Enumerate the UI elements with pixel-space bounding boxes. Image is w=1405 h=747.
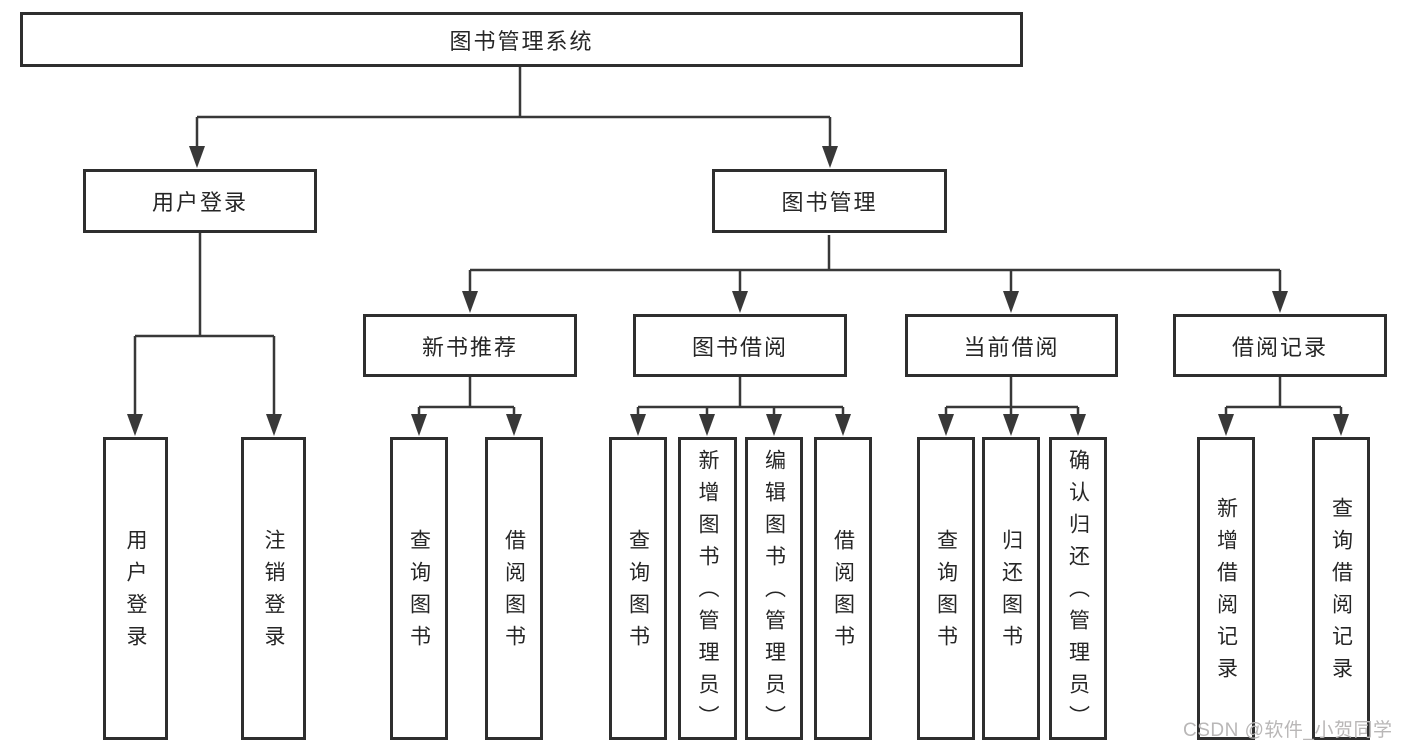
arrow-down-icon xyxy=(822,146,838,168)
node-book-management: 图书管理 xyxy=(712,169,947,233)
leaf-borrow-book-recommend: 借阅图书 xyxy=(485,437,543,740)
node-label: 确认归还（管理员） xyxy=(1066,449,1090,737)
node-label: 当前借阅 xyxy=(963,334,1060,360)
node-label: 新书推荐 xyxy=(421,334,518,360)
arrow-down-icon xyxy=(266,414,282,436)
arrow-down-icon xyxy=(1333,414,1349,436)
arrow-down-icon xyxy=(766,414,782,436)
arrow-down-icon xyxy=(1218,414,1234,436)
node-label: 查询图书 xyxy=(626,529,650,657)
arrow-down-icon xyxy=(630,414,646,436)
arrow-down-icon xyxy=(1003,414,1019,436)
csdn-watermark: CSDN @软件_小贺同学 xyxy=(1183,720,1393,741)
arrow-down-icon xyxy=(462,291,478,313)
leaf-logout: 注销登录 xyxy=(241,437,306,740)
leaf-query-book-borrow: 查询图书 xyxy=(609,437,667,740)
node-label: 借阅图书 xyxy=(831,529,855,657)
node-label: 查询借阅记录 xyxy=(1329,497,1353,689)
leaf-confirm-return-admin: 确认归还（管理员） xyxy=(1049,437,1107,740)
arrow-down-icon xyxy=(938,414,954,436)
node-label: 用户登录 xyxy=(124,529,147,657)
node-label: 图书管理 xyxy=(781,190,878,215)
node-label: 图书借阅 xyxy=(691,334,788,360)
arrowheads xyxy=(127,146,1349,436)
node-current-borrow: 当前借阅 xyxy=(905,314,1118,377)
node-label: 借阅图书 xyxy=(502,529,526,657)
node-label: 新增图书（管理员） xyxy=(696,449,719,737)
node-label: 借阅记录 xyxy=(1231,334,1328,360)
leaf-query-borrow-record: 查询借阅记录 xyxy=(1312,437,1370,740)
node-label: 查询图书 xyxy=(407,529,431,657)
arrow-down-icon xyxy=(1003,291,1019,313)
arrow-down-icon xyxy=(1272,291,1288,313)
arrow-down-icon xyxy=(699,414,715,436)
leaf-add-book-admin: 新增图书（管理员） xyxy=(678,437,737,740)
arrow-down-icon xyxy=(127,414,143,436)
connector-borrowrecord-split xyxy=(1224,377,1343,416)
arrow-down-icon xyxy=(1070,414,1086,436)
node-label: 归还图书 xyxy=(999,529,1023,657)
node-label: 新增借阅记录 xyxy=(1214,497,1238,689)
node-book-borrow: 图书借阅 xyxy=(633,314,847,377)
node-label: 图书管理系统 xyxy=(449,28,594,54)
node-root-system: 图书管理系统 xyxy=(20,12,1023,67)
leaf-edit-book-admin: 编辑图书（管理员） xyxy=(745,437,803,740)
leaf-query-book-recommend: 查询图书 xyxy=(390,437,448,740)
node-new-book-recommend: 新书推荐 xyxy=(363,314,577,377)
node-user-login: 用户登录 xyxy=(83,169,317,233)
connector-root-split xyxy=(195,67,832,148)
node-label: 查询图书 xyxy=(934,529,958,657)
arrow-down-icon xyxy=(189,146,205,168)
leaf-borrow-book: 借阅图书 xyxy=(814,437,872,740)
arrow-down-icon xyxy=(411,414,427,436)
leaf-add-borrow-record: 新增借阅记录 xyxy=(1197,437,1255,740)
leaf-user-login: 用户登录 xyxy=(103,437,168,740)
arrow-down-icon xyxy=(506,414,522,436)
leaf-return-book: 归还图书 xyxy=(982,437,1040,740)
connector-bookmgmt-split xyxy=(468,235,1282,293)
node-label: 用户登录 xyxy=(151,190,248,215)
arrow-down-icon xyxy=(835,414,851,436)
node-label: 编辑图书（管理员） xyxy=(762,449,786,737)
connector-bookborrow-split xyxy=(636,377,845,416)
connector-currentborrow-split xyxy=(944,377,1080,416)
node-borrow-record: 借阅记录 xyxy=(1173,314,1387,377)
leaf-query-book-current: 查询图书 xyxy=(917,437,975,740)
connector-newbook-split xyxy=(417,377,516,416)
node-label: 注销登录 xyxy=(262,529,285,657)
connector-userlogin-split xyxy=(133,233,276,416)
arrow-down-icon xyxy=(732,291,748,313)
